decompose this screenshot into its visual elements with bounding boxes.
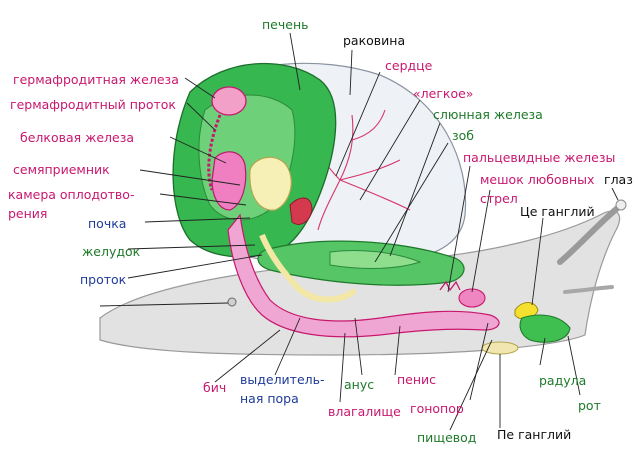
hermaphrodite-duct — [207, 114, 222, 191]
label-dart-sac-line2: стрел — [480, 191, 518, 206]
label-albumin-gland: белковая железа — [20, 130, 135, 145]
intestine — [259, 233, 358, 303]
label-cerebral-ganglion: Це ганглий — [520, 204, 595, 219]
finger-glands — [439, 280, 461, 292]
albumin-gland — [211, 151, 247, 211]
label-fertilization-chamber-line2: рения — [8, 206, 48, 221]
reproductive-tract — [227, 213, 500, 338]
hermaphrodite-gland — [211, 86, 247, 116]
label-anus: анус — [344, 377, 375, 392]
label-hermaphrodite-duct: гермафродитный проток — [10, 97, 176, 112]
label-eye: глаз — [604, 172, 633, 187]
label-penis: пенис — [397, 372, 437, 387]
buccal-mass — [519, 314, 571, 343]
heart — [289, 197, 313, 225]
dart-sac — [458, 288, 486, 308]
label-kidney: почка — [88, 216, 127, 231]
label-duct: проток — [80, 272, 127, 287]
label-stomach: желудок — [82, 244, 141, 259]
salivary-gland — [329, 250, 422, 269]
eye-tentacle — [557, 203, 623, 265]
lower-tentacle — [563, 285, 614, 294]
pedal-ganglion — [481, 341, 519, 355]
label-shell: раковина — [343, 33, 406, 48]
label-hermaphrodite-gland: гермафродитная железа — [13, 72, 179, 87]
label-radula: радула — [539, 373, 587, 388]
label-pedal-ganglion: Пе ганглий — [497, 427, 572, 442]
label-heart: сердце — [385, 58, 433, 73]
label-esophagus: пищевод — [417, 430, 477, 445]
label-excretory-pore-line2: ная пора — [240, 391, 299, 406]
label-gonopore: гонопор — [410, 401, 464, 416]
label-dart-sac-line1: мешок любовных — [480, 172, 595, 187]
excretory-pore — [227, 297, 237, 307]
cerebral-ganglion — [514, 302, 539, 320]
label-flagellum: бич — [203, 380, 227, 395]
label-salivary-gland: слюнная железа — [433, 107, 543, 122]
label-vagina: влагалище — [328, 404, 401, 419]
label-liver: печень — [262, 17, 309, 32]
label-spermatheca: семяприемник — [13, 162, 110, 177]
spermatheca — [249, 156, 292, 211]
label-finger-glands: пальцевидные железы — [463, 150, 616, 165]
label-excretory-pore-line1: выделитель- — [240, 372, 325, 387]
label-crop: зоб — [452, 128, 475, 143]
label-lung: «легкое» — [413, 86, 474, 101]
label-mouth: рот — [578, 398, 601, 413]
leader-lines — [99, 32, 619, 431]
label-fertilization-chamber-line1: камера оплодотво- — [8, 187, 135, 202]
